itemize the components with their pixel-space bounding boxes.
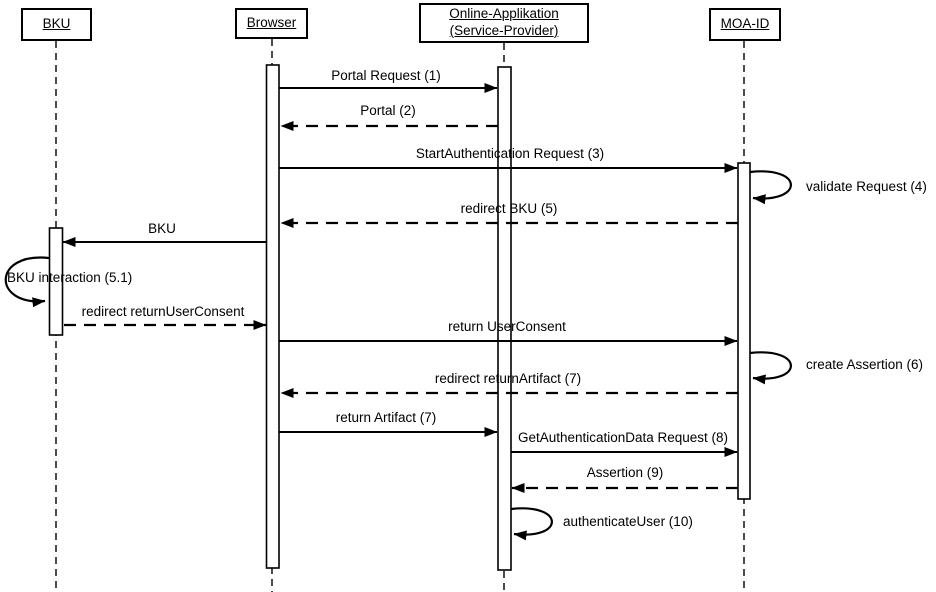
message-label-redirect-returnuserconsent: redirect returnUserConsent — [81, 304, 245, 319]
activation-bku — [48, 227, 64, 336]
actor-box-bku: BKU — [21, 8, 92, 41]
message-label-validate-request: validate Request (4) — [806, 179, 927, 194]
actor-box-browser: Browser — [235, 8, 308, 39]
message-label-portal-request: Portal Request (1) — [331, 68, 441, 83]
message-label-create-assertion: create Assertion (6) — [806, 357, 924, 372]
actor-name: Online-Applikation (Service-Provider) — [449, 6, 559, 38]
loop-create-assertion — [749, 351, 792, 385]
message-label-startauthentication-request: StartAuthentication Request (3) — [415, 146, 605, 161]
message-label-bku-interaction: BKU interaction (5.1) — [7, 270, 133, 285]
activation-moa-id — [737, 162, 751, 500]
message-label-return-artifact: return Artifact (7) — [335, 410, 437, 425]
message-label-authenticateuser: authenticateUser (10) — [563, 514, 693, 529]
actor-name: BKU — [42, 16, 71, 32]
actor-box-moa-id: MOA-ID — [709, 8, 781, 41]
activation-browser — [265, 64, 280, 569]
message-label-redirect-bku: redirect BKU (5) — [460, 201, 558, 216]
actor-name: Browser — [246, 15, 297, 31]
message-label-portal: Portal (2) — [360, 103, 416, 118]
loop-bku-interaction — [4, 256, 50, 308]
actor-box-online-applikation: Online-Applikation (Service-Provider) — [419, 3, 589, 43]
loop-validate-request — [749, 170, 792, 205]
message-label-redirect-returnartifact: redirect returnArtifact (7) — [434, 371, 582, 386]
message-label-getauthenticationdata-request: GetAuthenticationData Request (8) — [517, 430, 729, 445]
actor-name: MOA-ID — [720, 16, 770, 32]
loop-authenticateuser — [510, 507, 553, 541]
message-label-return-userconsent: return UserConsent — [448, 319, 566, 334]
message-label-assertion: Assertion (9) — [586, 465, 664, 480]
message-label-bku: BKU — [148, 221, 176, 236]
activation-online-applikation — [497, 66, 512, 571]
